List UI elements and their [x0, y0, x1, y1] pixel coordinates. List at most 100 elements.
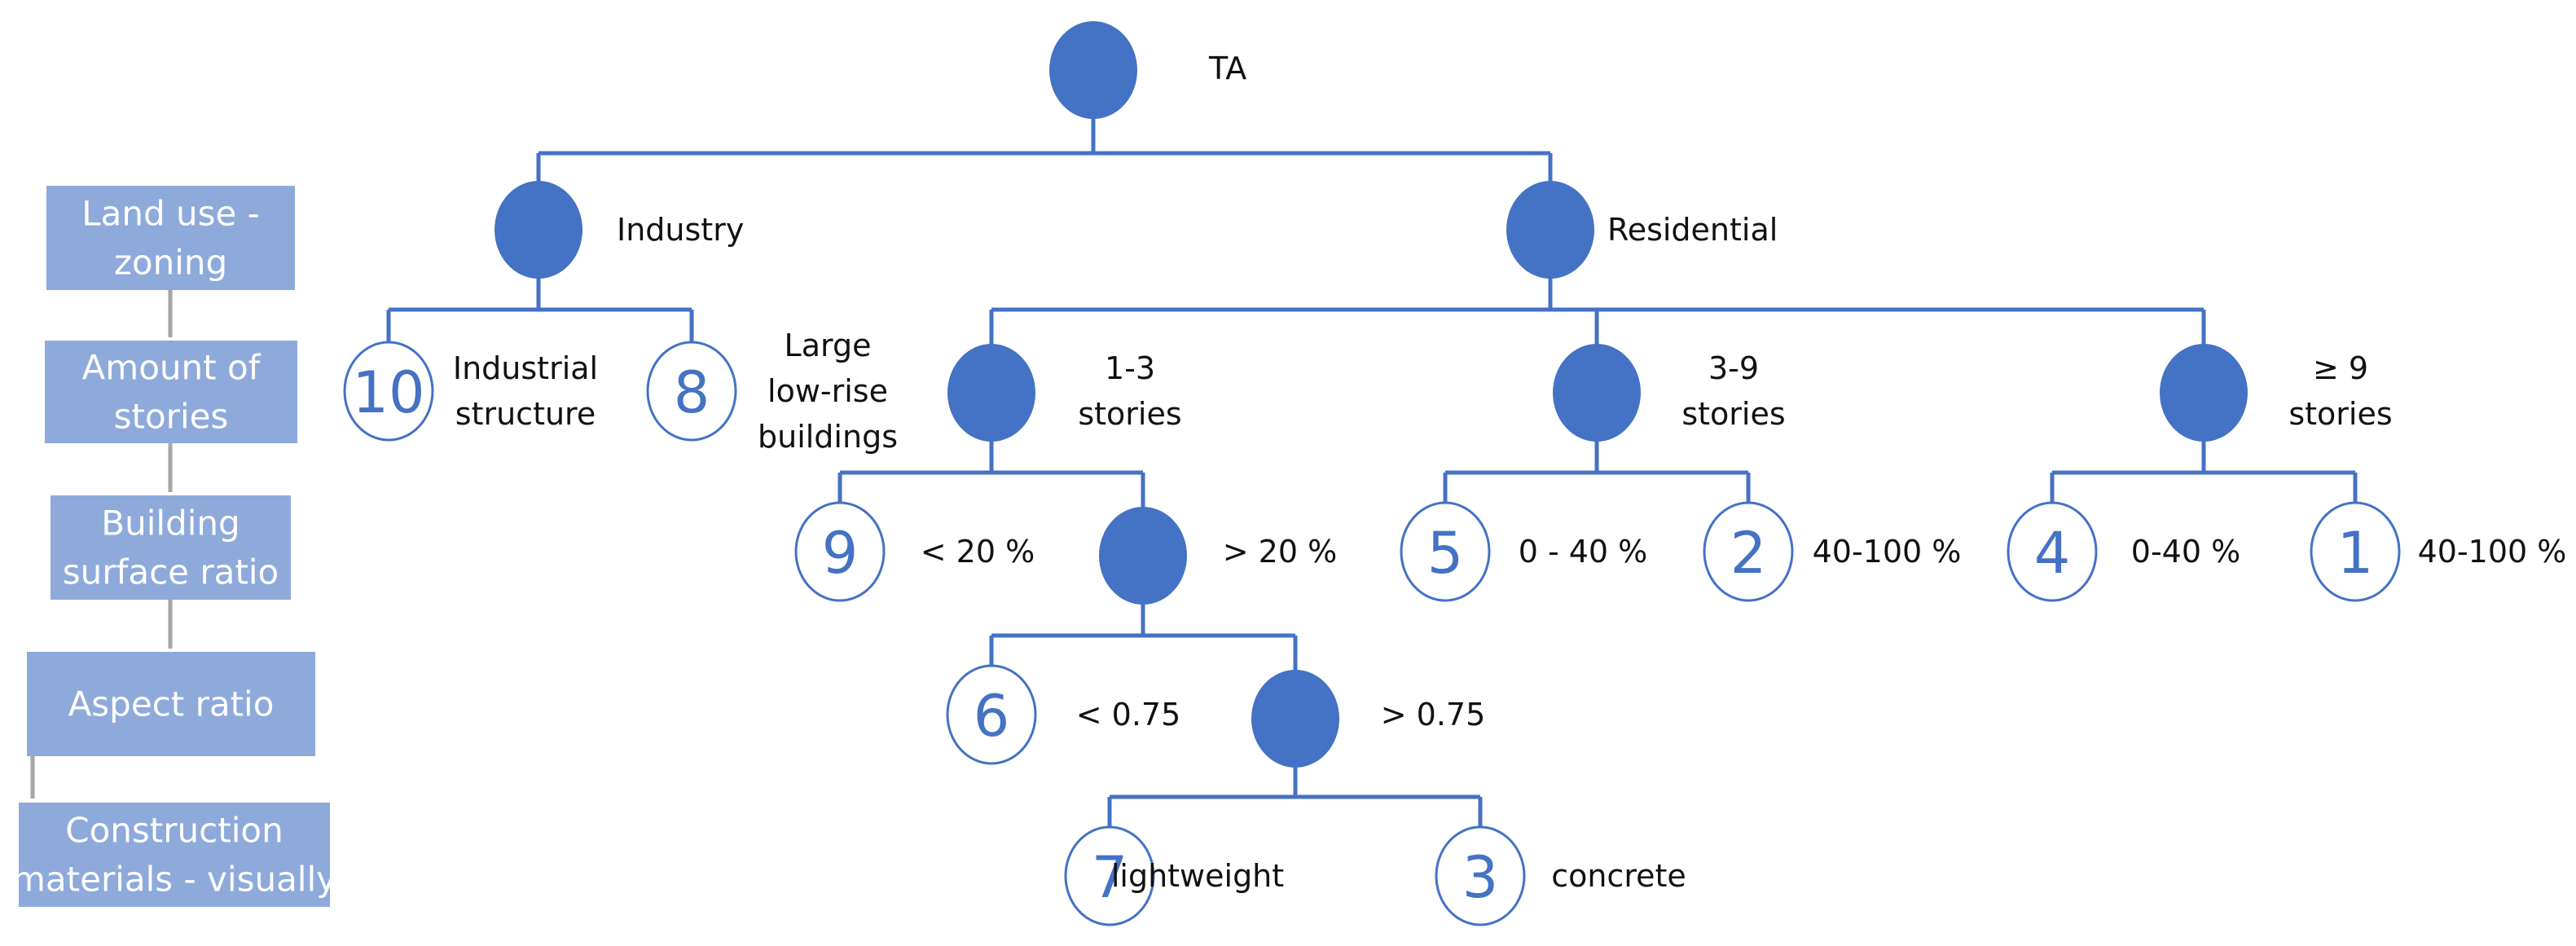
legend-stories-label: Amount of stories — [82, 348, 262, 437]
legend-stories-label-line: Amount of — [82, 348, 262, 388]
leaf-9-label-line: < 20 % — [921, 534, 1035, 570]
legend-land-use-label-line: zoning — [114, 243, 227, 283]
stories-1-3-label: 1-3 stories — [1078, 350, 1181, 432]
leaf-8-label-line: buildings — [758, 419, 898, 455]
leaf-10-circle — [343, 341, 434, 442]
leaf-4-circle — [2007, 501, 2098, 602]
legend-materials-rect — [19, 803, 330, 907]
stories-1-3-label-line: 1-3 — [1105, 350, 1155, 386]
leaf-9-label: < 20 % — [921, 534, 1035, 570]
leaf-8-circle — [646, 341, 737, 442]
bsr-over-20-label-line: > 20 % — [1223, 534, 1337, 570]
stories-1-3-node — [947, 344, 1035, 442]
legend-materials-label-line: Construction — [65, 811, 283, 851]
leaf-7-number: 7 — [1092, 844, 1128, 911]
leaf-6-label: < 0.75 — [1076, 697, 1181, 733]
legend-land-use-box: Land use - zoning — [46, 186, 295, 290]
aspect-over-075-node — [1251, 670, 1339, 768]
leaf-7-circle — [1064, 825, 1155, 926]
legend-surface-ratio-rect — [51, 495, 291, 600]
root-ta-label: TA — [1208, 51, 1246, 86]
leaf-1-circle — [2310, 501, 2401, 602]
residential-label: Residential — [1607, 212, 1778, 248]
legend-surface-ratio-label: Building surface ratio — [63, 504, 279, 592]
leaf-5-number: 5 — [1427, 520, 1464, 587]
leaf-6-label-line: < 0.75 — [1076, 697, 1181, 733]
residential-node — [1506, 181, 1594, 279]
stories-3-9-node — [1553, 344, 1641, 442]
legend-stories-box: Amount of stories — [45, 341, 297, 443]
stories-3-9-label-line: stories — [1681, 396, 1785, 432]
leaf-3-label-line: concrete — [1551, 858, 1686, 894]
stories-9plus-label-line: stories — [2288, 396, 2392, 432]
aspect-over-075-label-line: > 0.75 — [1381, 697, 1486, 733]
industry-node — [495, 181, 582, 279]
leaf-3-circle — [1435, 825, 1526, 926]
legend-surface-ratio-label-line: Building — [101, 504, 240, 543]
legend-land-use-label: Land use - zoning — [81, 194, 260, 283]
leaf-1-label: 40-100 % — [2418, 534, 2567, 570]
leaf-4-label: 0-40 % — [2131, 534, 2240, 570]
leaf-2-label-line: 40-100 % — [1813, 534, 1962, 570]
industry-label: Industry — [617, 212, 744, 248]
legend-surface-ratio-label-line: surface ratio — [63, 552, 279, 592]
aspect-over-075-label: > 0.75 — [1381, 697, 1486, 733]
leaf-5-circle — [1400, 501, 1491, 602]
leaf-2-number: 2 — [1730, 520, 1767, 587]
legend-stories-label-line: stories — [114, 397, 229, 437]
stories-9plus-label-line: ≥ 9 — [2313, 350, 2368, 386]
tree-connectors — [386, 114, 2358, 833]
leaf-4-label-line: 0-40 % — [2131, 534, 2240, 570]
leaf-6-circle — [946, 664, 1037, 765]
legend-materials-label: Construction materials - visually — [12, 811, 336, 900]
decision-nodes: TA Industry Residential 1-3 stories 3-9 storie… — [495, 21, 2393, 768]
leaf-5-label: 0 - 40 % — [1519, 534, 1648, 570]
legend-materials-label-line: materials - visually — [12, 860, 336, 900]
legend-aspect-ratio-box: Aspect ratio — [27, 652, 315, 756]
leaf-1-label-line: 40-100 % — [2418, 534, 2567, 570]
root-ta-node — [1049, 21, 1137, 119]
legend-materials-box: Construction materials - visually — [12, 803, 336, 907]
bsr-over-20-label: > 20 % — [1223, 534, 1337, 570]
stories-9plus-label: ≥ 9 stories — [2288, 350, 2392, 432]
legend-aspect-ratio-rect — [27, 652, 315, 756]
stories-3-9-label: 3-9 stories — [1681, 350, 1785, 432]
leaf-4-number: 4 — [2034, 520, 2071, 587]
legend-aspect-ratio-label-line: Aspect ratio — [68, 684, 275, 724]
industry-label-line: Industry — [617, 212, 744, 248]
leaf-classes: 10 Industrial structure 8 Large low-rise build… — [343, 328, 2567, 926]
legend-land-use-label-line: Land use - — [81, 194, 260, 234]
leaf-9-number: 9 — [822, 520, 859, 587]
legend-aspect-ratio-label: Aspect ratio — [68, 684, 275, 724]
leaf-9-circle — [794, 501, 886, 602]
leaf-1-number: 1 — [2337, 520, 2374, 587]
legend-land-use-rect — [46, 186, 295, 290]
leaf-10-label-line: Industrial — [453, 350, 598, 386]
leaf-2-label: 40-100 % — [1813, 534, 1962, 570]
leaf-6-number: 6 — [974, 683, 1010, 750]
stories-3-9-label-line: 3-9 — [1708, 350, 1759, 386]
legend-surface-ratio-box: Building surface ratio — [51, 495, 291, 600]
bsr-over-20-node — [1099, 507, 1187, 605]
leaf-3-number: 3 — [1462, 844, 1499, 911]
leaf-10-label-line: structure — [455, 396, 596, 432]
root-ta-label-line: TA — [1208, 51, 1246, 86]
leaf-8-number: 8 — [674, 359, 710, 426]
leaf-7-label: lightweight — [1111, 858, 1284, 894]
leaf-7-label-line: lightweight — [1111, 858, 1284, 894]
residential-label-line: Residential — [1607, 212, 1778, 248]
leaf-10-label: Industrial structure — [453, 350, 598, 432]
leaf-3-label: concrete — [1551, 858, 1686, 894]
leaf-10-number: 10 — [352, 359, 424, 426]
leaf-8-label: Large low-rise buildings — [758, 328, 898, 455]
stories-1-3-label-line: stories — [1078, 396, 1181, 432]
stories-9plus-node — [2160, 344, 2248, 442]
leaf-8-label-line: low-rise — [767, 373, 888, 409]
leaf-2-circle — [1703, 501, 1794, 602]
leaf-5-label-line: 0 - 40 % — [1519, 534, 1648, 570]
legend-stories-rect — [45, 341, 297, 443]
leaf-8-label-line: Large — [785, 328, 872, 363]
